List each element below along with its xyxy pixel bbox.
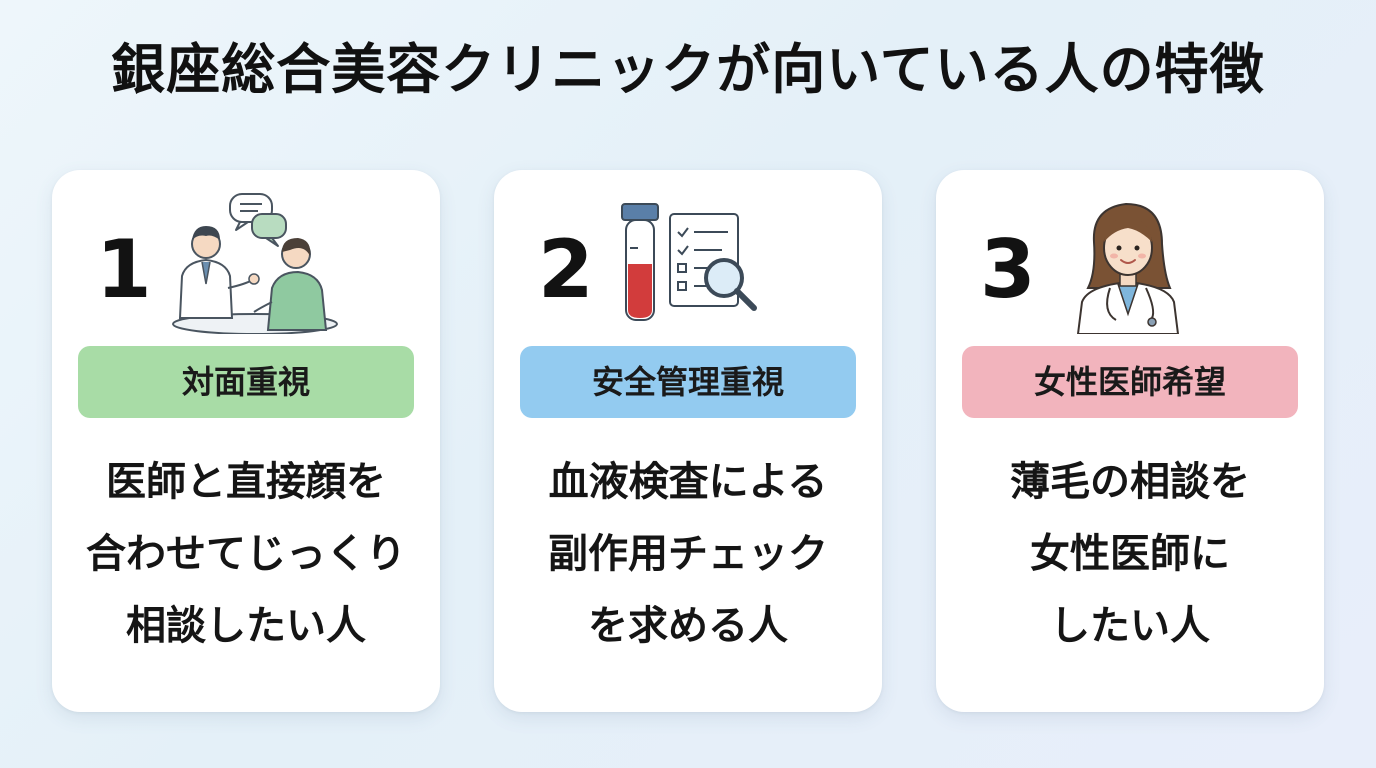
feature-card-2: 2 安全管理重視 血液検査による 副作用チェック を求める人 [494, 170, 882, 712]
page-title: 銀座総合美容クリニックが向いている人の特徴 [111, 38, 1265, 101]
description-line: 医師と直接顔を [106, 459, 386, 505]
card-description: 薄毛の相談を 女性医師に したい人 [946, 446, 1314, 662]
description-line: したい人 [1050, 603, 1210, 649]
description-line: 合わせてじっくり [86, 531, 406, 577]
description-line: 薄毛の相談を [1010, 459, 1250, 505]
card-number: 1 [96, 223, 152, 316]
description-line: 女性医師に [1030, 531, 1230, 577]
card-description: 医師と直接顔を 合わせてじっくり 相談したい人 [62, 446, 430, 662]
tag-face-to-face: 対面重視 [78, 346, 414, 418]
description-line: 副作用チェック [548, 531, 828, 577]
tag-female-doctor: 女性医師希望 [962, 346, 1298, 418]
tag-safety-management: 安全管理重視 [520, 346, 856, 418]
blood-test-checklist-icon [621, 203, 757, 321]
consultation-icon [172, 193, 338, 334]
description-line: 血液検査による [548, 459, 828, 505]
card-number: 3 [980, 223, 1036, 316]
card-description: 血液検査による 副作用チェック を求める人 [504, 446, 872, 662]
card-number: 2 [538, 223, 594, 316]
feature-card-3: 3 女性医師希望 薄毛の相談を 女性医師に したい人 [936, 170, 1324, 712]
feature-card-1: 1 対面重視 医師と直接顔を 合わせてじっくり 相談したい人 [52, 170, 440, 712]
female-doctor-icon [1076, 202, 1180, 334]
description-line: 相談したい人 [126, 603, 366, 649]
description-line: を求める人 [588, 603, 788, 649]
